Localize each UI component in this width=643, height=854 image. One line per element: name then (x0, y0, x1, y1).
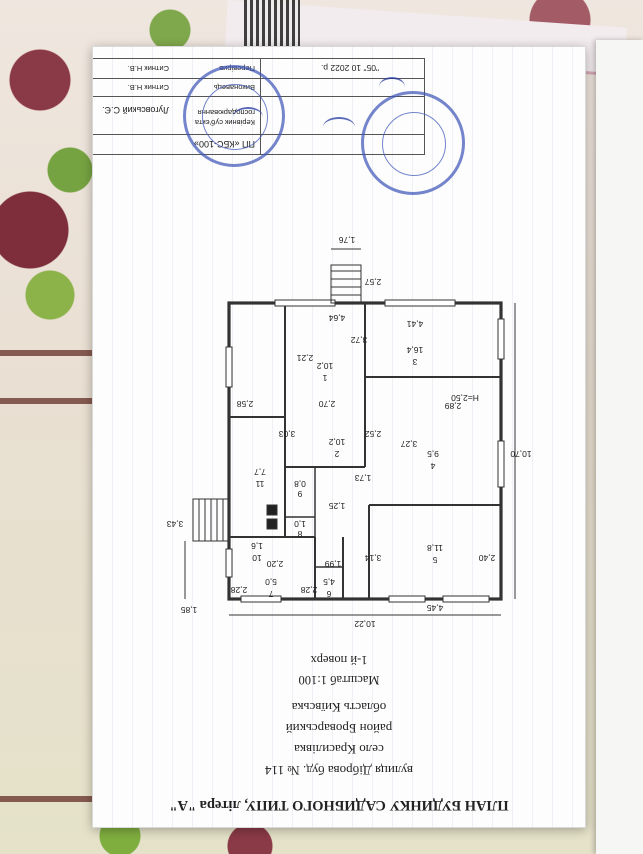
dim-1-73: 1,73 (354, 473, 371, 483)
room-9-num: 9 (297, 489, 302, 499)
room-5-num: 5 (432, 555, 437, 565)
rear-stairs (330, 264, 362, 304)
window (225, 548, 233, 578)
dim-2-28b: 2,28 (230, 585, 247, 595)
dim-1-99: 1,99 (324, 559, 341, 569)
qr-code (244, 0, 300, 46)
dim-2-57: 2,57 (364, 277, 381, 287)
room-9-area: 0,8 (294, 479, 306, 489)
signature-mark (379, 77, 405, 97)
stove-symbol (266, 518, 278, 530)
checker-name: Ситник Н.В. (127, 64, 169, 73)
room-3-area: 16,4 (406, 345, 423, 355)
room-10-area: 1,6 (251, 541, 263, 551)
dim-2-89: 2,89 (444, 401, 461, 411)
signature-mark (323, 117, 355, 137)
room-5-area: 11,8 (427, 543, 443, 553)
window (225, 346, 233, 388)
room-7-area: 5,0 (265, 577, 277, 587)
signature-mark (233, 107, 263, 127)
window (497, 318, 505, 360)
dim-1-25: 1,25 (328, 501, 345, 511)
room-7-num: 7 (268, 589, 273, 599)
binder-page (596, 40, 643, 854)
tablecloth-stripe (0, 398, 96, 404)
room-4-num: 4 (430, 461, 435, 471)
room-1-area: 10,2 (316, 361, 333, 371)
floor-plan-drawing: 5 11,8 6 4,5 7 5,0 8 1,0 9 0,8 10 1,6 11… (166, 235, 532, 629)
performer-name: Ситник Н.В. (127, 83, 169, 92)
dim-2-40: 2,40 (478, 553, 495, 563)
tablecloth-stripe (0, 350, 96, 356)
dim-2-21: 2,21 (296, 353, 313, 363)
dim-1-85: 1,85 (180, 605, 197, 615)
dim-4-41: 4,41 (406, 319, 423, 329)
ceiling-height: Н=2,50 (451, 393, 479, 403)
room-2-num: 2 (334, 449, 339, 459)
room-2-area: 10,2 (328, 437, 345, 447)
room-10-num: 10 (252, 553, 262, 563)
overall-depth-dim: 10,70 (510, 449, 532, 459)
dim-3-43: 3,43 (166, 519, 183, 529)
dim-2-58: 2,58 (236, 399, 253, 409)
floor-plan-sheet: ПЛАН БУДИНКУ САДИБНОГО ТИПУ, літера "А" … (92, 46, 586, 828)
stove-symbol (266, 504, 278, 516)
manager-name: Луговський С.Є. (102, 105, 169, 115)
dim-3-27: 3,27 (400, 439, 417, 449)
room-4-area: 9,5 (427, 449, 439, 459)
dim-4-64: 4,64 (328, 313, 345, 323)
dim-4-45: 4,45 (426, 603, 443, 613)
window (384, 299, 456, 307)
window (442, 595, 490, 603)
dim-2-20: 2,20 (266, 559, 283, 569)
dim-3-03: 3,03 (278, 429, 295, 439)
date-label: "05" 10 2022 р. (320, 63, 379, 73)
room-6-num: 6 (326, 589, 331, 599)
dim-2-52: 2,52 (364, 429, 381, 439)
room-6-area: 4,5 (323, 577, 335, 587)
dim-2-28a: 2,28 (300, 585, 317, 595)
overall-width-dim: 10,22 (354, 619, 376, 629)
room-11-num: 11 (255, 479, 264, 489)
window (497, 440, 505, 488)
dim-2-70: 2,70 (318, 399, 335, 409)
room-8-area: 1,0 (294, 519, 306, 529)
room-3-num: 3 (412, 357, 417, 367)
round-stamp-right (361, 91, 465, 195)
dim-3-14: 3,14 (364, 553, 381, 563)
dim-3-72: 3,72 (350, 335, 367, 345)
dim-1-76: 1,76 (338, 235, 355, 245)
tablecloth-stripe (0, 796, 96, 802)
room-11-area: 7,7 (254, 467, 266, 477)
room-1-num: 1 (322, 373, 327, 383)
room-8-num: 8 (297, 529, 302, 539)
rotated-content: ПЛАН БУДИНКУ САДИБНОГО ТИПУ, літера "А" … (93, 47, 585, 827)
window (274, 299, 336, 307)
window (240, 595, 282, 603)
window (388, 595, 426, 603)
